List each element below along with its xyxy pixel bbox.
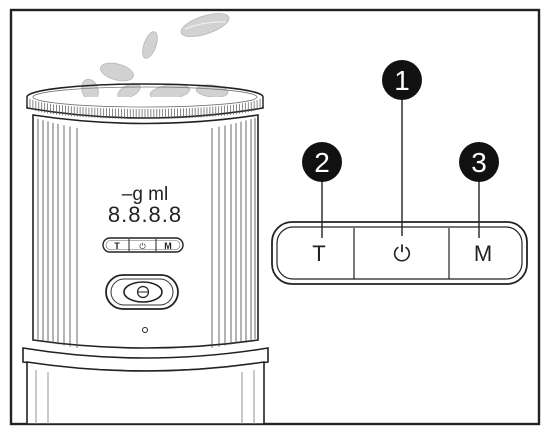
mode-button-label: M [474, 241, 492, 266]
grinder-lid [26, 83, 264, 119]
display-units: –g ml [122, 184, 168, 205]
device-button-strip: T ⏻ M [102, 237, 184, 253]
grinder-display: –g ml 8.8.8.8 [108, 184, 182, 227]
grind-button[interactable] [105, 274, 179, 310]
mode-button[interactable]: M [474, 241, 492, 266]
button-panel: T ⏻ M [271, 221, 528, 285]
callout-1: 1 [382, 60, 422, 236]
display-digits: 8.8.8.8 [108, 202, 182, 227]
coffee-bean-icon [100, 62, 134, 82]
grinder-body [22, 114, 269, 425]
timer-button-label: T [312, 241, 325, 266]
callout-1-number: 1 [394, 65, 410, 96]
power-button[interactable]: ⏻ [393, 241, 410, 266]
coffee-bean-icon [142, 31, 158, 59]
timer-button[interactable]: T [312, 241, 325, 266]
coffee-bean-icon [180, 13, 230, 37]
coffee-bean-icon [195, 84, 229, 98]
callout-3: 3 [459, 142, 499, 238]
device-timer-button[interactable]: T [114, 241, 120, 251]
callout-2: 2 [302, 142, 342, 238]
device-mode-button[interactable]: M [164, 241, 172, 251]
power-icon: ⏻ [393, 241, 410, 266]
frame-border [9, 8, 541, 426]
callout-3-number: 3 [471, 147, 487, 178]
indicator-dot [142, 327, 148, 333]
device-power-button[interactable]: ⏻ [139, 242, 146, 251]
callout-2-number: 2 [314, 147, 330, 178]
